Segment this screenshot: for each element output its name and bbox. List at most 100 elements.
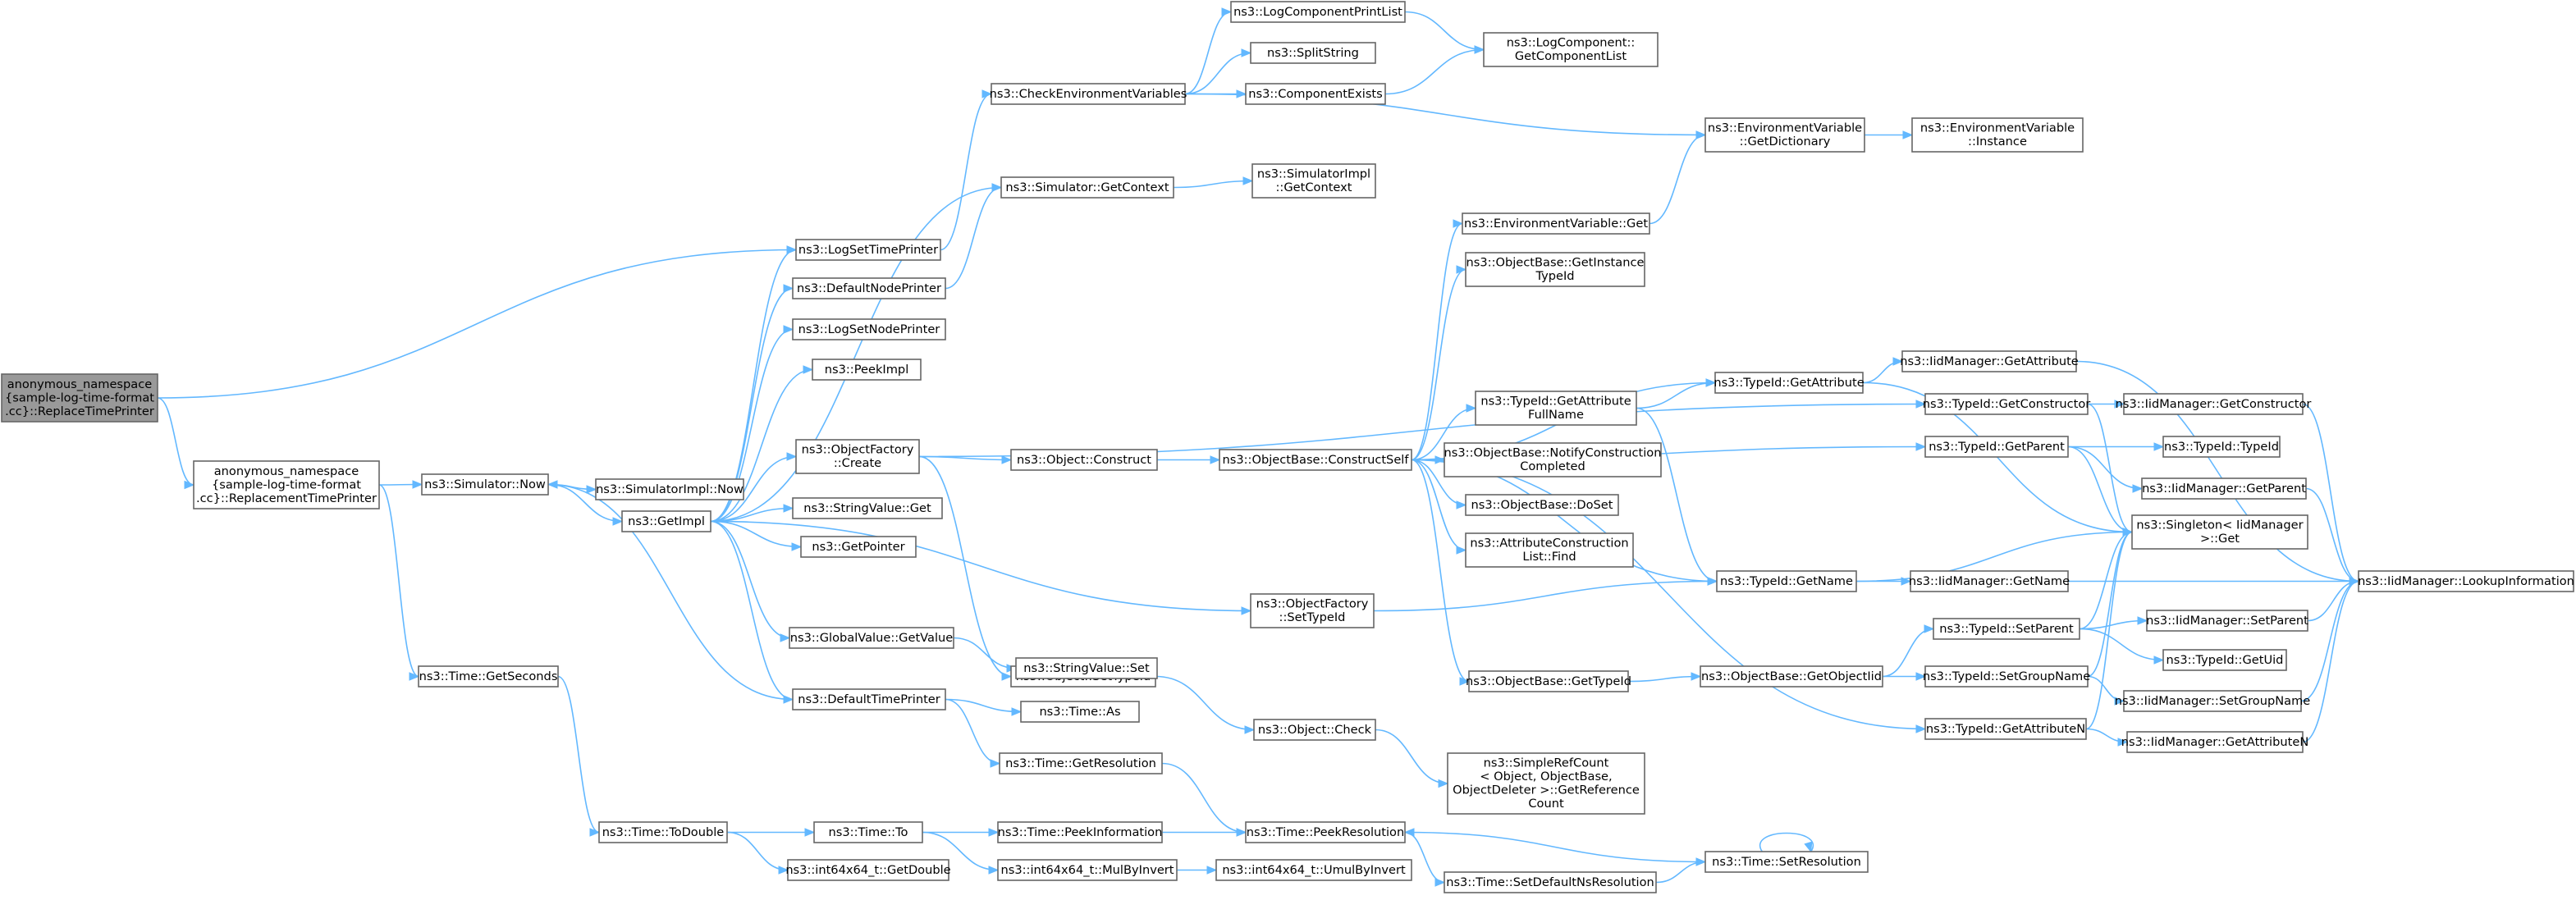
graph-node-strvalget[interactable]: ns3::StringValue::Get [792,497,943,519]
node-box[interactable] [812,359,922,381]
graph-node-iidgetattr[interactable]: ns3::IidManager::GetAttribute [1900,350,2079,372]
graph-node-todouble[interactable]: ns3::Time::ToDouble [598,821,728,843]
graph-node-typeidtypeid[interactable]: ns3::TypeId::TypeId [2162,436,2281,458]
node-box[interactable] [1910,570,2069,592]
graph-node-simimplgetctx[interactable]: ns3::SimulatorImpl::GetContext [1251,163,1376,199]
node-box[interactable] [1901,350,2077,372]
graph-node-obgettypeid[interactable]: ns3::ObjectBase::GetTypeId [1466,670,1631,692]
graph-node-getdouble[interactable]: ns3::int64x64_t::GetDouble [785,859,951,881]
node-box[interactable] [418,665,559,688]
node-box[interactable] [2358,570,2574,592]
node-box[interactable] [1251,163,1376,199]
node-box[interactable] [2141,477,2307,500]
node-box[interactable] [1230,1,1406,23]
graph-node-objfcreate[interactable]: ns3::ObjectFactory::Create [795,439,920,474]
graph-node-strvalset[interactable]: ns3::StringValue::Set [1015,657,1158,679]
graph-node-simplerefcount[interactable]: ns3::SimpleRefCount< Object, ObjectBase,… [1447,752,1645,815]
node-box[interactable] [1924,436,2069,458]
graph-node-simgetctx[interactable]: ns3::Simulator::GetContext [1000,176,1174,199]
node-box[interactable] [1020,701,1140,723]
graph-node-timeto[interactable]: ns3::Time::To [813,821,923,843]
graph-node-iidgetconstr[interactable]: ns3::IidManager::GetConstructor [2116,393,2312,415]
graph-node-envinstance[interactable]: ns3::EnvironmentVariable::Instance [1911,117,2084,153]
node-box[interactable] [1444,871,1657,893]
node-box[interactable] [792,277,946,299]
graph-node-timeas[interactable]: ns3::Time::As [1020,701,1140,723]
node-box[interactable] [1215,859,1412,881]
node-box[interactable] [1911,117,2084,153]
node-box[interactable] [595,478,744,500]
node-box[interactable] [1704,117,1865,153]
graph-node-mulbyinvert[interactable]: ns3::int64x64_t::MulByInvert [997,859,1178,881]
graph-node-defnodeprinter[interactable]: ns3::DefaultNodePrinter [792,277,946,299]
node-box[interactable] [421,473,549,496]
graph-node-typeidgetconstr[interactable]: ns3::TypeId::GetConstructor [1923,393,2091,415]
node-box[interactable] [2123,393,2304,415]
graph-node-getimpl[interactable]: ns3::GetImpl [621,510,711,532]
graph-node-umulbyinvert[interactable]: ns3::int64x64_t::UmulByInvert [1215,859,1412,881]
graph-node-logcompprint[interactable]: ns3::LogComponentPrintList [1230,1,1406,23]
node-box[interactable] [193,460,380,509]
graph-node-objcheck[interactable]: ns3::Object::Check [1253,719,1376,741]
graph-node-typeidgetattr[interactable]: ns3::TypeId::GetAttribute [1714,372,1865,394]
node-box[interactable] [1250,42,1376,64]
node-box[interactable] [1714,372,1864,394]
graph-node-setdefns[interactable]: ns3::Time::SetDefaultNsResolution [1444,871,1657,893]
graph-node-obgetobjtid[interactable]: ns3::ObjectBase::GetObjectIid [1700,665,1883,688]
graph-node-gvgetvalue[interactable]: ns3::GlobalValue::GetValue [789,627,954,649]
node-box[interactable] [2126,731,2304,753]
graph-node-setres[interactable]: ns3::Time::SetResolution [1704,851,1869,873]
graph-node-root[interactable]: anonymous_namespace{sample-log-time-form… [1,373,158,423]
node-box[interactable] [1253,719,1376,741]
node-box[interactable] [1716,570,1857,592]
node-box[interactable] [1465,252,1645,287]
node-box[interactable] [1483,32,1659,67]
node-box[interactable] [2146,610,2308,632]
graph-node-singletonget[interactable]: ns3::Singleton< IidManager >::Get [2131,514,2308,550]
graph-node-typeidsetparent[interactable]: ns3::TypeId::SetParent [1933,618,2080,640]
node-box[interactable] [1245,83,1386,105]
graph-node-iidgetparent[interactable]: ns3::IidManager::GetParent [2141,477,2307,500]
node-box[interactable] [795,439,920,474]
graph-node-doset[interactable]: ns3::ObjectBase::DoSet [1465,494,1619,516]
node-box[interactable] [999,752,1163,774]
graph-node-iidsetparent[interactable]: ns3::IidManager::SetParent [2146,610,2308,632]
graph-node-simnow[interactable]: ns3::Simulator::Now [421,473,549,496]
node-box[interactable] [2131,514,2308,550]
node-box[interactable] [1700,665,1883,688]
graph-node-splitstring[interactable]: ns3::SplitString [1250,42,1376,64]
graph-node-envget[interactable]: ns3::EnvironmentVariable::Get [1462,212,1650,235]
node-box[interactable] [1444,442,1662,477]
graph-node-getpointer[interactable]: ns3::GetPointer [800,536,917,558]
graph-node-rtp[interactable]: anonymous_namespace{sample-log-time-form… [193,460,380,509]
graph-node-typeidgetuid[interactable]: ns3::TypeId::GetUid [2162,649,2287,671]
node-box[interactable] [1447,752,1645,815]
node-box[interactable] [792,688,946,710]
graph-node-notifyconstr[interactable]: ns3::ObjectBase::NotifyConstructionCompl… [1444,442,1662,477]
node-box[interactable] [1465,494,1619,516]
node-box[interactable] [795,239,941,261]
node-box[interactable] [1924,665,2089,688]
graph-node-iidlookup[interactable]: ns3::IidManager::LookupInformation [2358,570,2574,592]
graph-node-getcomplist[interactable]: ns3::LogComponent::GetComponentList [1483,32,1659,67]
graph-node-constructself[interactable]: ns3::ObjectBase::ConstructSelf [1219,449,1412,471]
node-box[interactable] [1462,212,1650,235]
graph-node-peekres[interactable]: ns3::Time::PeekResolution [1245,821,1406,843]
node-box[interactable] [1250,593,1375,628]
graph-node-simimplnow[interactable]: ns3::SimulatorImpl::Now [595,478,744,500]
graph-node-envgetdict[interactable]: ns3::EnvironmentVariable::GetDictionary [1704,117,1865,153]
graph-node-logsetnode[interactable]: ns3::LogSetNodePrinter [792,318,946,340]
node-box[interactable] [1924,393,2089,415]
node-box[interactable] [792,318,946,340]
graph-node-objfsettypeid[interactable]: ns3::ObjectFactory::SetTypeId [1250,593,1375,628]
node-box[interactable] [1933,618,2080,640]
node-box[interactable] [1000,176,1174,199]
graph-node-checkenv[interactable]: ns3::CheckEnvironmentVariables [990,83,1187,105]
node-box[interactable] [787,859,949,881]
node-box[interactable] [997,859,1178,881]
node-box[interactable] [1704,851,1869,873]
node-box[interactable] [1924,718,2087,740]
